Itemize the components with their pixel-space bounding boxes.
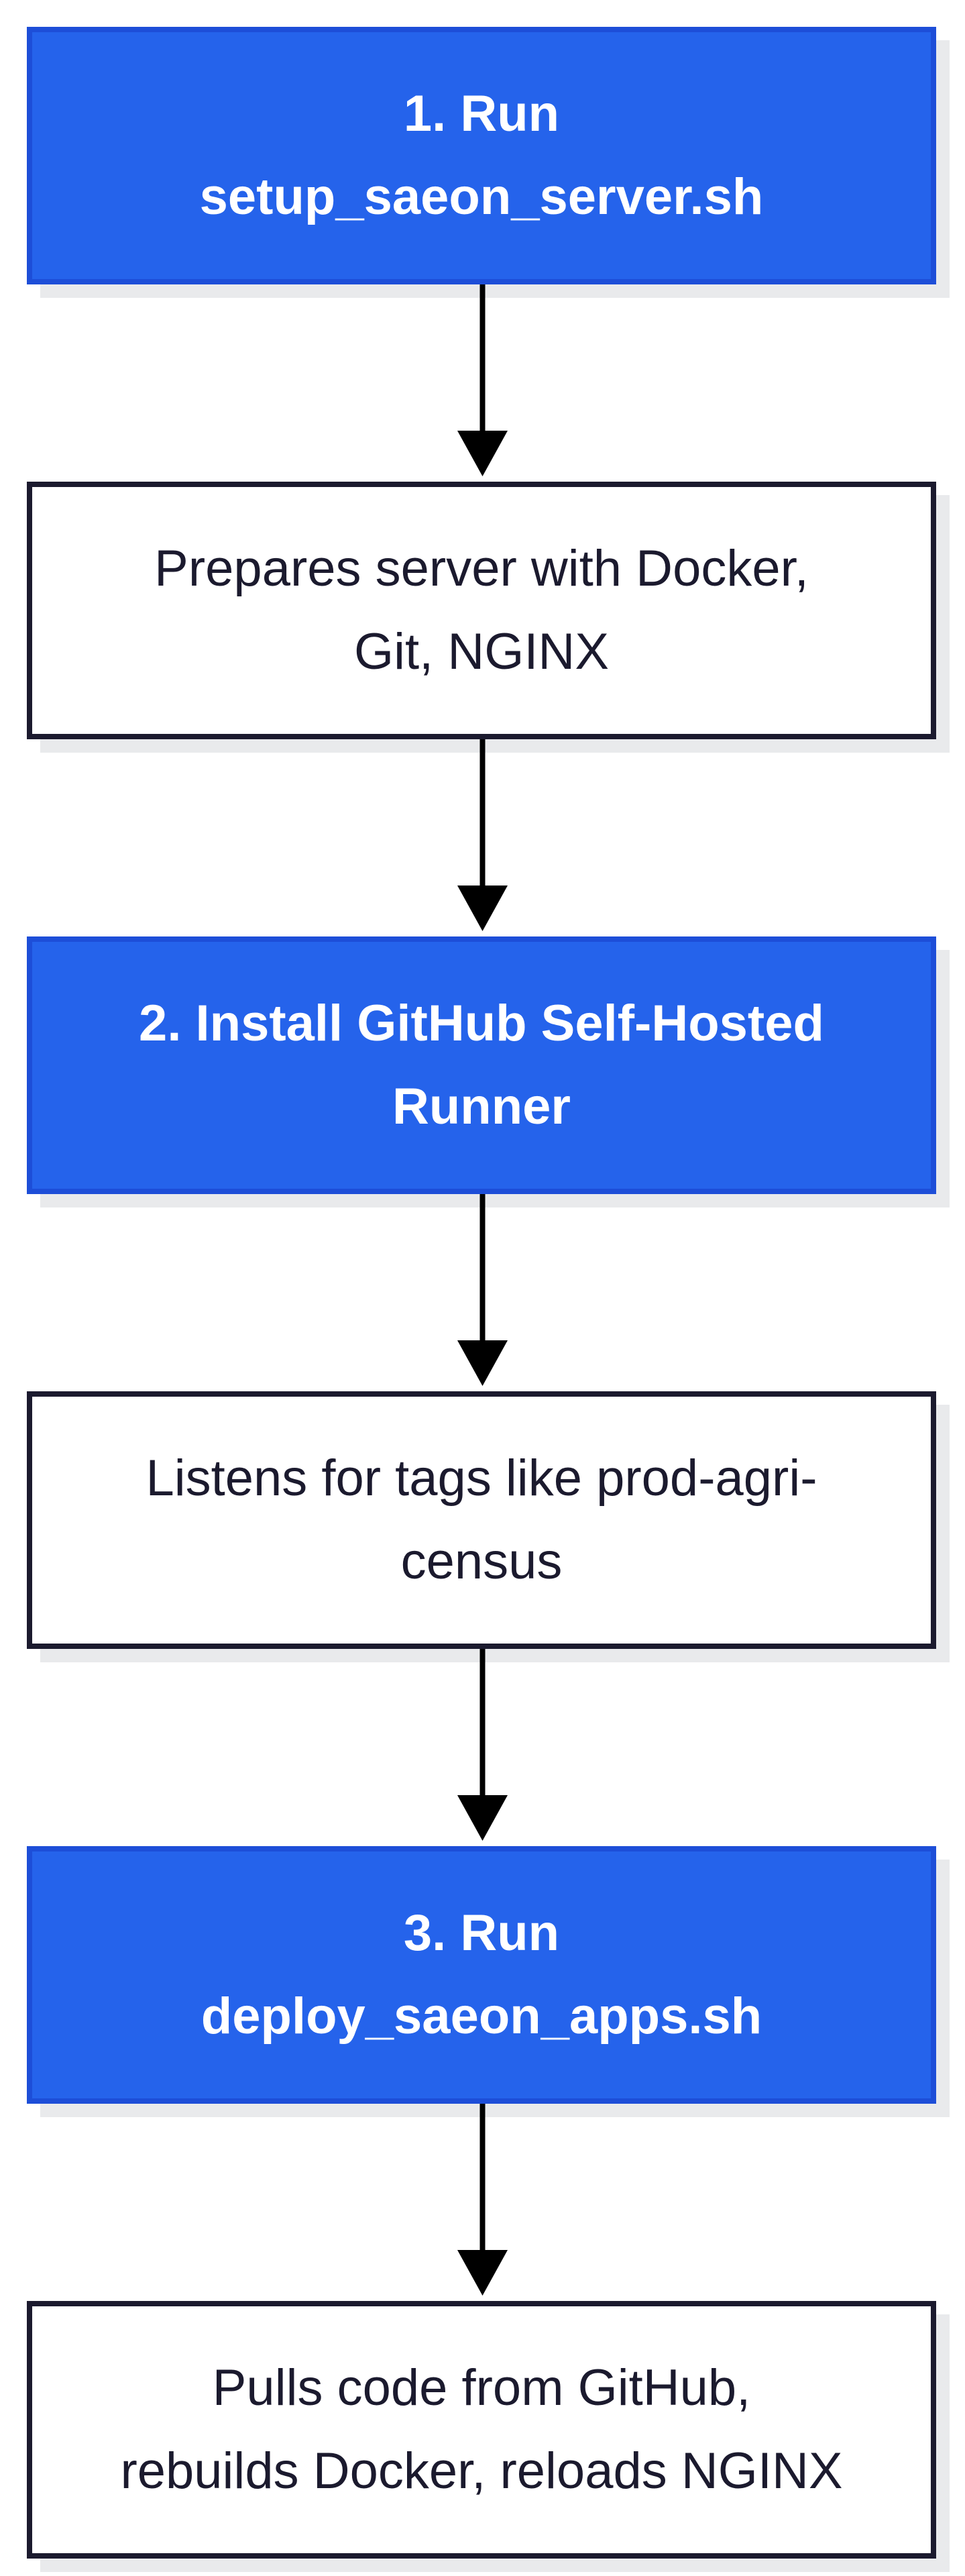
node-text-line: deploy_saeon_apps.sh <box>201 1988 762 2045</box>
description-deploy-actions: Pulls code from GitHub, rebuilds Docker,… <box>27 2301 936 2559</box>
node-text-line: rebuilds Docker, reloads NGINX <box>120 2443 843 2500</box>
node-text-line: 2. Install GitHub Self-Hosted <box>139 995 824 1052</box>
step-2-install-runner: 2. Install GitHub Self-Hosted Runner <box>27 936 936 1194</box>
step-1-run-setup-script: 1. Run setup_saeon_server.sh <box>27 27 936 284</box>
flow-arrow-5-to-6 <box>457 2104 508 2296</box>
node-text-line: census <box>400 1533 563 1590</box>
flow-arrow-4-to-5 <box>457 1649 508 1841</box>
node-text-line: Runner <box>392 1078 571 1135</box>
flow-arrow-2-to-3 <box>457 739 508 931</box>
description-tag-listener: Listens for tags like prod-agri- census <box>27 1391 936 1649</box>
flow-arrow-1-to-2 <box>457 284 508 476</box>
node-text-line: Listens for tags like prod-agri- <box>146 1450 817 1507</box>
node-text-line: 1. Run <box>403 85 560 142</box>
node-text-line: Git, NGINX <box>353 623 610 680</box>
node-text-line: setup_saeon_server.sh <box>199 168 764 225</box>
step-3-run-deploy-script: 3. Run deploy_saeon_apps.sh <box>27 1846 936 2104</box>
description-server-preparation: Prepares server with Docker, Git, NGINX <box>27 482 936 739</box>
flow-arrow-3-to-4 <box>457 1194 508 1386</box>
node-text-line: Pulls code from GitHub, <box>212 2359 751 2416</box>
node-text-line: 3. Run <box>403 1904 560 1962</box>
node-text-line: Prepares server with Docker, <box>154 540 809 597</box>
